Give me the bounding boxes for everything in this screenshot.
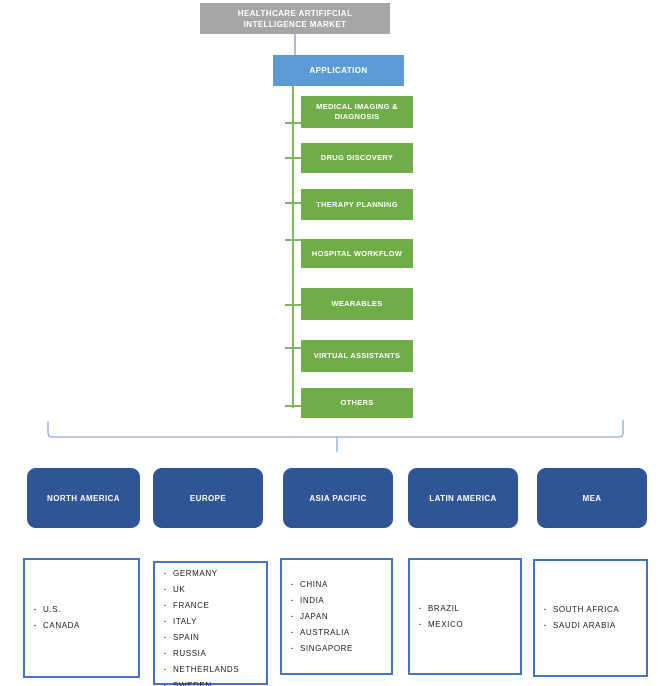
- country-label: UK: [173, 585, 186, 594]
- country-label: NETHERLANDS: [173, 665, 240, 674]
- country-label: GERMANY: [173, 569, 218, 578]
- list-item: NETHERLANDS: [164, 662, 264, 678]
- list-item: SOUTH AFRICA: [544, 602, 644, 618]
- region-node-label: NORTH AMERICA: [47, 493, 120, 503]
- application-node-wearables: WEARABLES: [301, 288, 413, 320]
- list-item: JAPAN: [291, 609, 389, 625]
- application-node-others: OTHERS: [301, 388, 413, 418]
- application-node-label: DRUG DISCOVERY: [320, 153, 394, 162]
- connector-tick: [285, 122, 302, 124]
- connector-tick: [285, 157, 302, 159]
- country-label: SOUTH AFRICA: [553, 605, 620, 614]
- application-node-label: OTHERS: [340, 398, 374, 407]
- segment-node-label: APPLICATION: [309, 66, 368, 75]
- application-node-label: THERAPY PLANNING: [316, 199, 398, 209]
- application-node-hospital-workflow: HOSPITAL WORKFLOW: [301, 239, 413, 268]
- application-node-virtual-assistants: VIRTUAL ASSISTANTS: [301, 340, 413, 372]
- country-list-latin-america: BRAZIL MEXICO: [408, 558, 522, 675]
- application-node-medical-imaging-diagnosis: MEDICAL IMAGING & DIAGNOSIS: [301, 96, 413, 128]
- list-item: SAUDI ARABIA: [544, 618, 644, 634]
- application-node-label: MEDICAL IMAGING & DIAGNOSIS: [316, 102, 398, 121]
- list-item: FRANCE: [164, 598, 264, 614]
- application-node-label: VIRTUAL ASSISTANTS: [313, 351, 401, 360]
- list-item: MEXICO: [419, 617, 518, 633]
- country-list: CHINA INDIA JAPAN AUSTRALIA SINGAPORE: [282, 577, 391, 657]
- root-node-label: HEALTHCARE ARTIFIFCIAL INTELLIGENCE MARK…: [237, 8, 353, 29]
- segment-node-application: APPLICATION: [273, 55, 404, 86]
- country-label: FRANCE: [173, 601, 210, 610]
- region-node-asia-pacific: ASIA PACIFIC: [283, 468, 393, 528]
- list-item: BRAZIL: [419, 601, 518, 617]
- region-node-north-america: NORTH AMERICA: [27, 468, 140, 528]
- country-list-europe: GERMANY UK FRANCE ITALY SPAIN RUSSIA NET…: [153, 561, 268, 686]
- connector-tick: [285, 304, 302, 306]
- country-label: SINGAPORE: [300, 643, 353, 653]
- connector-tick: [285, 239, 302, 241]
- connector-tick: [285, 405, 302, 407]
- country-label: ITALY: [173, 617, 198, 626]
- region-node-label: LATIN AMERICA: [429, 493, 497, 503]
- country-list-asia-pacific: CHINA INDIA JAPAN AUSTRALIA SINGAPORE: [280, 558, 393, 675]
- country-label: SAUDI ARABIA: [553, 621, 616, 630]
- application-node-label: HOSPITAL WORKFLOW: [311, 248, 403, 258]
- country-label: SPAIN: [173, 633, 200, 642]
- application-node-label: WEARABLES: [331, 299, 383, 308]
- country-list-mea: SOUTH AFRICA SAUDI ARABIA: [533, 559, 648, 677]
- list-item: INDIA: [291, 593, 389, 609]
- list-item: SINGAPORE: [291, 641, 389, 657]
- list-item: GERMANY: [164, 566, 264, 582]
- country-label: SWEDEN: [173, 681, 212, 686]
- country-list-north-america: U.S. CANADA: [23, 558, 140, 678]
- list-item: SPAIN: [164, 630, 264, 646]
- country-label: INDIA: [300, 595, 325, 605]
- connector-tick: [285, 347, 302, 349]
- country-list: U.S. CANADA: [25, 602, 138, 634]
- country-list: GERMANY UK FRANCE ITALY SPAIN RUSSIA NET…: [155, 566, 266, 686]
- region-node-label: MEA: [582, 493, 602, 503]
- connector-tick: [285, 202, 302, 204]
- region-node-label: ASIA PACIFIC: [309, 493, 367, 503]
- root-node-healthcare-ai-market: HEALTHCARE ARTIFIFCIAL INTELLIGENCE MARK…: [200, 3, 390, 34]
- region-node-europe: EUROPE: [153, 468, 263, 528]
- list-item: UK: [164, 582, 264, 598]
- region-node-mea: MEA: [537, 468, 647, 528]
- regions-bracket: [47, 420, 624, 452]
- region-node-latin-america: LATIN AMERICA: [408, 468, 518, 528]
- country-label: BRAZIL: [428, 603, 460, 613]
- list-item: AUSTRALIA: [291, 625, 389, 641]
- country-list: BRAZIL MEXICO: [410, 601, 520, 633]
- country-label: RUSSIA: [173, 649, 207, 658]
- region-node-label: EUROPE: [189, 493, 227, 503]
- application-node-drug-discovery: DRUG DISCOVERY: [301, 143, 413, 173]
- country-label: MEXICO: [428, 619, 464, 629]
- connector-application-trunk: [292, 86, 294, 408]
- country-label: U.S.: [43, 605, 61, 614]
- application-node-therapy-planning: THERAPY PLANNING: [301, 189, 413, 220]
- list-item: CHINA: [291, 577, 389, 593]
- list-item: ITALY: [164, 614, 264, 630]
- country-label: JAPAN: [300, 611, 329, 621]
- list-item: SWEDEN: [164, 678, 264, 686]
- list-item: CANADA: [34, 618, 136, 634]
- list-item: RUSSIA: [164, 646, 264, 662]
- connector-root-to-application: [294, 34, 296, 55]
- country-label: CANADA: [43, 621, 80, 630]
- country-label: CHINA: [300, 579, 328, 589]
- country-list: SOUTH AFRICA SAUDI ARABIA: [535, 602, 646, 634]
- country-label: AUSTRALIA: [300, 627, 350, 637]
- list-item: U.S.: [34, 602, 136, 618]
